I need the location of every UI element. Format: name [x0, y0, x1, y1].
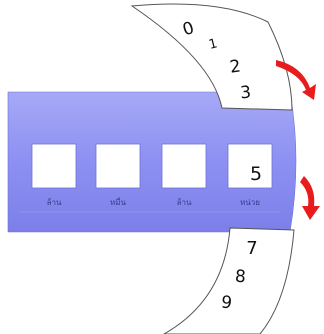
window-box [95, 143, 141, 189]
window-box [31, 143, 77, 189]
window-box [161, 143, 207, 189]
upper-digit-strip [130, 3, 293, 111]
digit-window: ล้าน [31, 143, 77, 207]
strip-digit: 8 [234, 267, 246, 288]
rotate-down-arrow-icon [300, 176, 320, 220]
strip-digit: 9 [220, 293, 233, 314]
digit-window: ล้าน [161, 143, 207, 207]
place-value-label: หน่วย [240, 198, 260, 207]
place-value-label: ล้าน [47, 198, 62, 207]
strip-digit: 1 [207, 36, 219, 53]
strip-digit: 7 [246, 238, 257, 259]
place-value-label: หมื่น [110, 196, 127, 207]
window-box [227, 143, 273, 189]
place-value-label: ล้าน [177, 198, 192, 207]
lower-digit-strip [162, 227, 295, 334]
strip-digit: 2 [229, 56, 243, 77]
digit-window: หมื่น [95, 143, 141, 207]
rotate-down-arrow-icon [276, 60, 316, 100]
strip-digit: 3 [240, 83, 252, 104]
digit-window: 5 หน่วย [227, 143, 273, 207]
window-value: 5 [250, 163, 262, 185]
